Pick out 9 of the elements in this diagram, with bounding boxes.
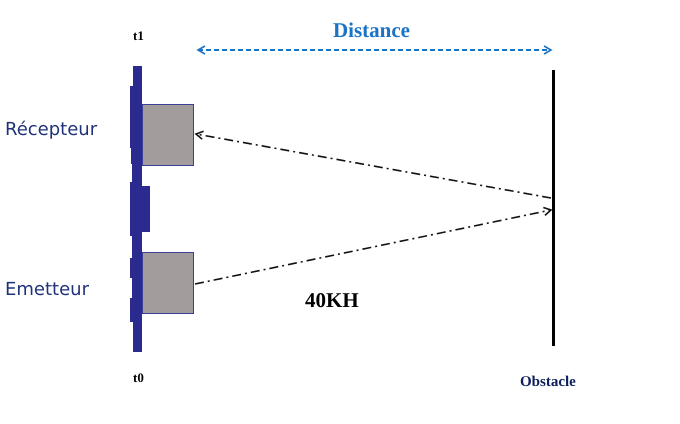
- signal-arrow: [194, 206, 552, 285]
- frequency-label: 40KH: [305, 288, 359, 313]
- obstacle-label: Obstacle: [520, 374, 576, 391]
- sensor-label: Récepteur: [5, 119, 98, 140]
- distance-label: Distance: [333, 18, 410, 43]
- time-label: t0: [133, 370, 144, 386]
- signal-arrow: [195, 130, 552, 199]
- time-label: t1: [133, 28, 144, 44]
- sensor-label: Emetteur: [5, 279, 89, 300]
